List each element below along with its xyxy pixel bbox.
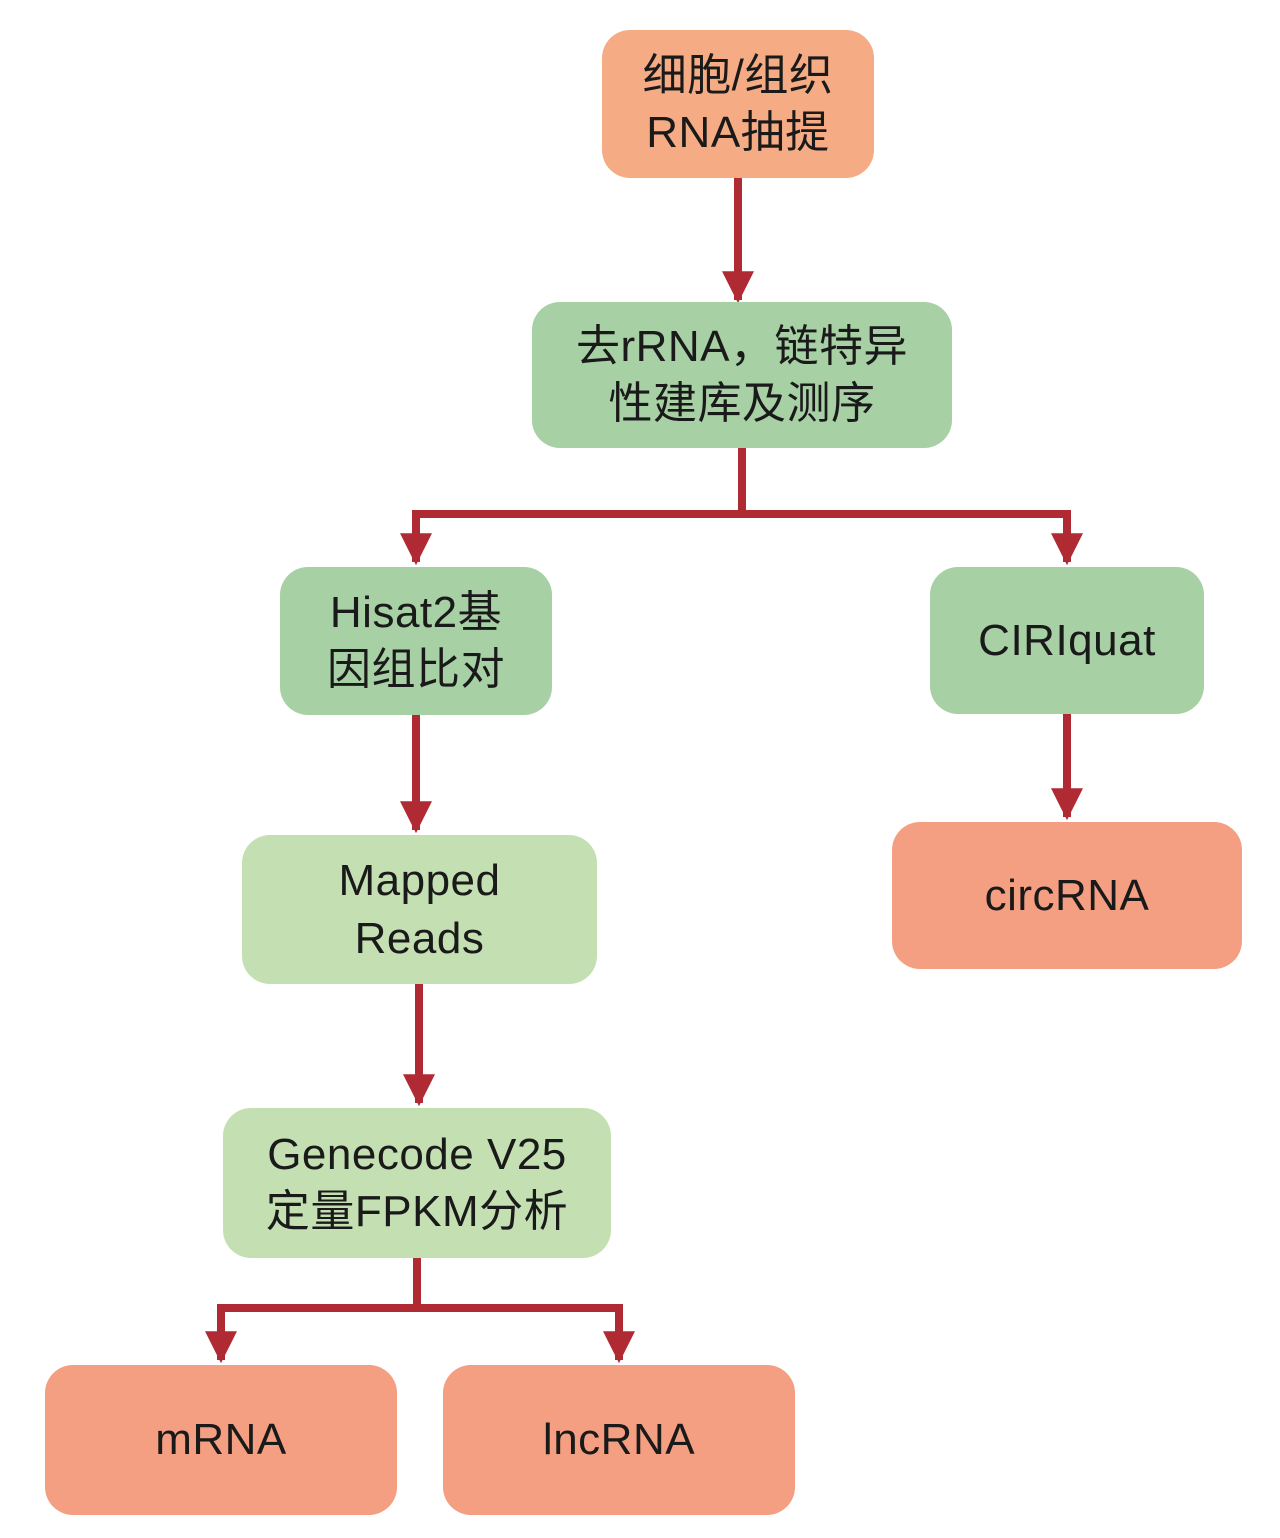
edge-genecode-lncrna <box>413 1258 635 1364</box>
node-ciriquat-label: CIRIquat <box>978 615 1156 665</box>
node-circrna-label: circRNA <box>984 870 1150 920</box>
edge-genecode-mrna <box>205 1258 421 1364</box>
node-library-sequencing-label: 去rRNA，链特异 性建库及测序 <box>575 321 909 428</box>
node-lncrna: lncRNA <box>443 1365 795 1515</box>
node-rna-extraction: 细胞/组织 RNA抽提 <box>602 30 874 178</box>
node-lncrna-label: lncRNA <box>542 1415 696 1465</box>
node-genecode-fpkm: Genecode V25 定量FPKM分析 <box>223 1108 611 1258</box>
node-genecode-fpkm-label: Genecode V25 定量FPKM分析 <box>265 1129 569 1236</box>
node-hisat2-alignment: Hisat2基 因组比对 <box>280 567 552 715</box>
node-mrna: mRNA <box>45 1365 397 1515</box>
node-library-sequencing: 去rRNA，链特异 性建库及测序 <box>532 302 952 448</box>
node-ciriquat: CIRIquat <box>930 567 1204 714</box>
node-circrna: circRNA <box>892 822 1242 969</box>
edge-library-hisat2 <box>400 448 746 566</box>
node-rna-extraction-label: 细胞/组织 RNA抽提 <box>642 50 834 157</box>
node-hisat2-alignment-label: Hisat2基 因组比对 <box>327 587 505 694</box>
node-mapped-reads-label: Mapped Reads <box>338 856 501 963</box>
node-mrna-label: mRNA <box>155 1415 287 1465</box>
edge-library-ciriquat <box>738 448 1083 566</box>
node-mapped-reads: Mapped Reads <box>242 835 597 984</box>
